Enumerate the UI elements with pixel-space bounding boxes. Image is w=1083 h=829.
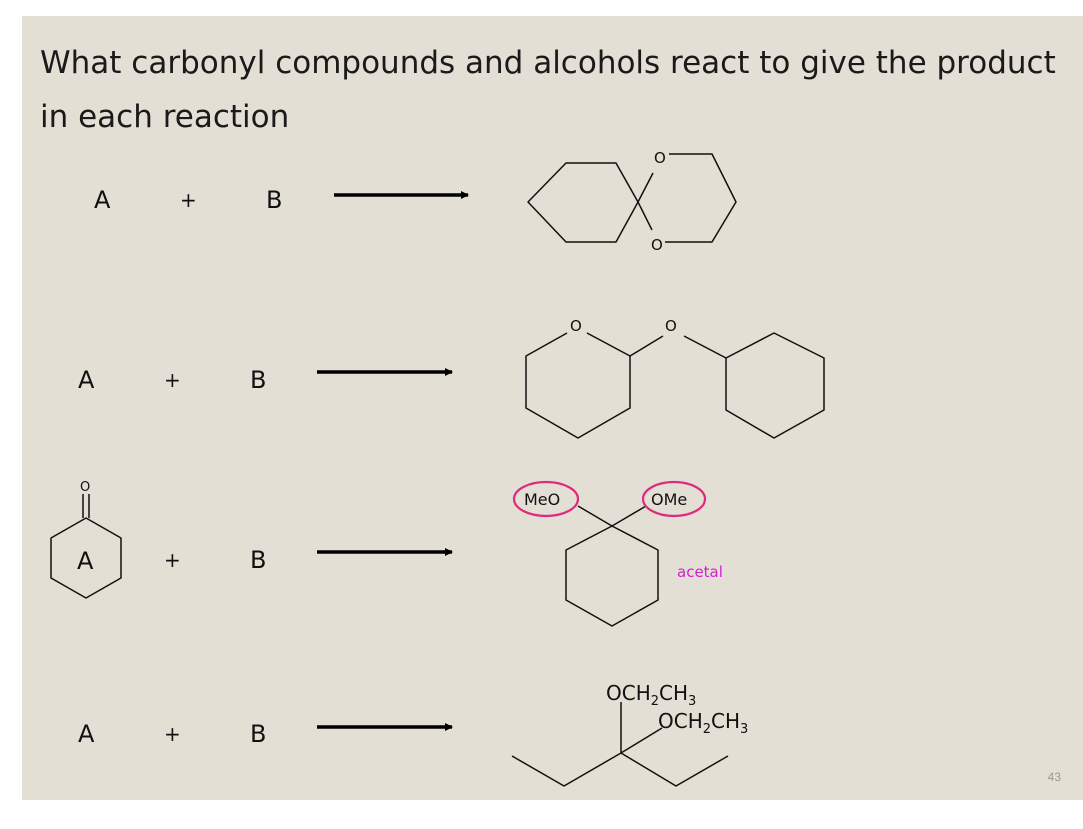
plus-sign: + <box>164 548 181 572</box>
cyclohexane-ring <box>725 332 825 439</box>
reaction-1: A + B O O <box>94 149 737 254</box>
reactant-a-label: A <box>77 547 94 575</box>
acetal-product: O O <box>525 317 825 439</box>
plus-sign: + <box>164 722 181 746</box>
oxygen-atom: O <box>654 149 666 167</box>
bond <box>577 505 613 527</box>
highlight-circle <box>641 480 707 518</box>
cyclohexanone-reactant: O A <box>50 480 122 599</box>
plus-sign: + <box>164 368 181 392</box>
diethyl-ketal-product: OCH2CH3 OCH2CH3 <box>511 681 748 787</box>
acetal-annotation: acetal <box>677 563 723 581</box>
highlight-circle <box>512 480 580 518</box>
spiro-product: O O <box>527 149 737 254</box>
bond <box>637 201 653 231</box>
reaction-2: A + B O O <box>78 317 825 439</box>
page-number: 43 <box>1047 770 1061 784</box>
slide: What carbonyl compounds and alcohols rea… <box>22 16 1083 800</box>
reactant-a-label: A <box>94 186 111 214</box>
bond <box>611 505 647 527</box>
oxygen-atom: O <box>665 317 677 335</box>
reaction-diagram: A + B O O A + B O <box>50 149 825 787</box>
reactant-b-label: B <box>250 720 266 748</box>
cyclohexane-ring <box>565 525 659 627</box>
bond <box>637 172 654 203</box>
question-text: What carbonyl compounds and alcohols rea… <box>40 45 1056 135</box>
oxygen-atom: O <box>570 317 582 335</box>
oxygen-atom: O <box>651 236 663 254</box>
reaction-4: A + B OCH2CH3 OCH2CH3 <box>78 681 748 787</box>
ethoxy-group: OCH2CH3 <box>606 681 696 709</box>
bond <box>683 335 727 359</box>
bond <box>620 727 663 754</box>
ring <box>50 517 122 599</box>
reactant-b-label: B <box>250 546 266 574</box>
methoxy-group: OMe <box>651 490 687 509</box>
reactant-b-label: B <box>250 366 266 394</box>
carbon-chain <box>511 752 729 787</box>
plus-sign: + <box>180 188 197 212</box>
reaction-3: O A + B MeO OMe acetal <box>50 480 723 627</box>
oxygen-atom: O <box>80 480 90 495</box>
methoxy-group: MeO <box>524 490 560 509</box>
ethoxy-group: OCH2CH3 <box>658 709 748 737</box>
dimethyl-acetal-product: MeO OMe acetal <box>512 480 723 627</box>
reactant-b-label: B <box>266 186 282 214</box>
cyclohexane-ring <box>527 162 639 243</box>
bond <box>665 153 737 243</box>
bond <box>586 332 664 357</box>
reactant-a-label: A <box>78 720 95 748</box>
reactant-a-label: A <box>78 366 95 394</box>
oxane-ring <box>525 332 631 439</box>
